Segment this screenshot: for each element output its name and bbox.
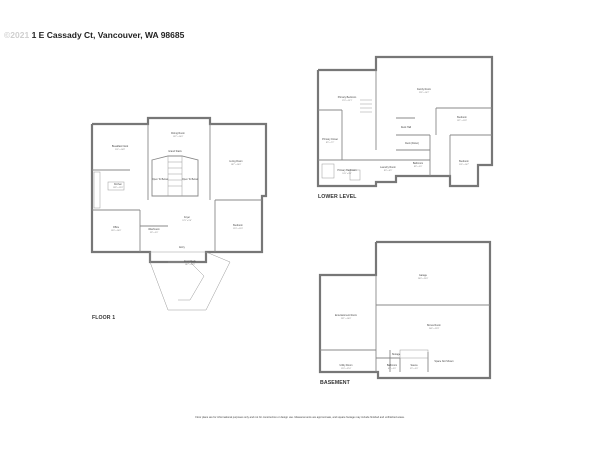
room-primary-closet-dim: 8'9" x 7'2" [326,142,335,144]
room-deck-down: Deck (Down) [405,142,419,145]
room-bonus: Bonus Room [427,324,441,327]
room-dining-dim: 13'2" x 10'0" [173,136,184,138]
room-bathroom-basement-dim: 6'4" x 5'0" [388,368,397,370]
room-storage: Storage [392,353,401,356]
room-breakfast-nook: Breakfast Nook [112,145,129,148]
room-utility: Utility Room [340,364,353,367]
lower-level-plan: Primary Bedroom 17'0" x 15'1" Family Roo… [316,55,494,188]
floor1-label: FLOOR 1 [92,315,116,321]
room-family: Family Room [417,88,431,91]
address-prefix: 1 [31,30,37,40]
room-entertainment-dim: 23'1" x 16'6" [341,318,352,320]
room-bedroom-lower-2-dim: 11'6" x 10'7" [459,164,470,166]
room-utility-dim: 12'0" x 5'10" [341,368,352,370]
room-primary-bedroom-dim: 17'0" x 15'1" [342,100,353,102]
basement-plan: Garage 26'0" x 25'6" Entertainment Room … [318,240,492,380]
disclaimer: Floor plans are for informational purpos… [195,416,405,419]
room-space-not-shown: Space Not Shown [434,360,454,363]
room-front-deck: Front Deck [184,260,196,263]
watermark: ©2021 [4,30,30,40]
listing-title: ©2021 1 E Cassady Ct, Vancouver, WA 9868… [4,30,184,40]
room-washroom-dim: 5'8" x 5'0" [150,232,159,234]
room-bedroom-lower-1: Bedroom [457,116,467,119]
room-washroom: Washroom [148,228,159,231]
room-breakfast-nook-dim: 11'4" x 10'8" [115,149,126,151]
room-kitchen: Kitchen [114,183,123,186]
room-bathroom-lower-dim: 8'8" x 5'0" [414,166,423,168]
room-bedroom-f1: Bedroom [233,224,243,227]
lower-level-label: LOWER LEVEL [318,194,357,200]
room-bedroom-lower-2: Bedroom [459,160,469,163]
room-office-dim: 13'0" x 10'6" [111,230,122,232]
room-sauna-dim: 5'9" x 5'0" [410,368,419,370]
address: E Cassady Ct, Vancouver, WA 98685 [38,30,185,40]
room-open-below-1: Open To Below [152,178,168,181]
room-primary-bathroom: Primary Bathroom [337,169,356,172]
room-kitchen-dim: 13'8" x 12'6" [113,187,124,189]
room-garage-dim: 26'0" x 25'6" [418,278,429,280]
room-open-below-2: Open To Below [182,178,198,181]
room-bathroom-basement: Bathroom [387,364,397,367]
room-bedroom-lower-1-dim: 13'1" x 11'6" [457,120,468,122]
room-office: Office [113,226,120,229]
basement-label: BASEMENT [320,380,350,386]
room-deck-hall: Deck Hall [401,126,412,129]
room-primary-bathroom-dim: 12'0" x 8'5" [342,173,352,175]
room-bedroom-f1-dim: 12'0" x 11'0" [233,228,244,230]
room-garage: Garage [419,274,428,277]
room-laundry-dim: 8'0" x 6'9" [384,170,393,172]
room-primary-closet: Primary Closet [322,138,338,141]
room-bathroom-lower: Bathroom [413,162,423,165]
room-entry: Entry [179,246,185,249]
room-family-dim: 22'6" x 16'2" [419,92,430,94]
room-dining: Dining Room [171,132,185,135]
room-primary-bedroom: Primary Bedroom [338,96,357,99]
room-living: Living Room [229,160,242,163]
room-grand-stairs: Grand Stairs [168,150,182,153]
floor1-plan: Breakfast Nook 11'4" x 10'8" Dining Room… [90,116,268,311]
room-sauna: Sauna [411,364,419,367]
room-bonus-dim: 24'6" x 22'8" [429,328,440,330]
room-front-deck-dim: 18'7" x 11'5" [185,264,196,266]
room-foyer: Foyer [184,216,190,219]
room-living-dim: 18'7" x 16'0" [231,164,242,166]
room-foyer-dim: 12'5" x 9'6" [182,220,192,222]
room-entertainment: Entertainment Room [335,314,357,317]
room-laundry: Laundry Room [380,166,396,169]
